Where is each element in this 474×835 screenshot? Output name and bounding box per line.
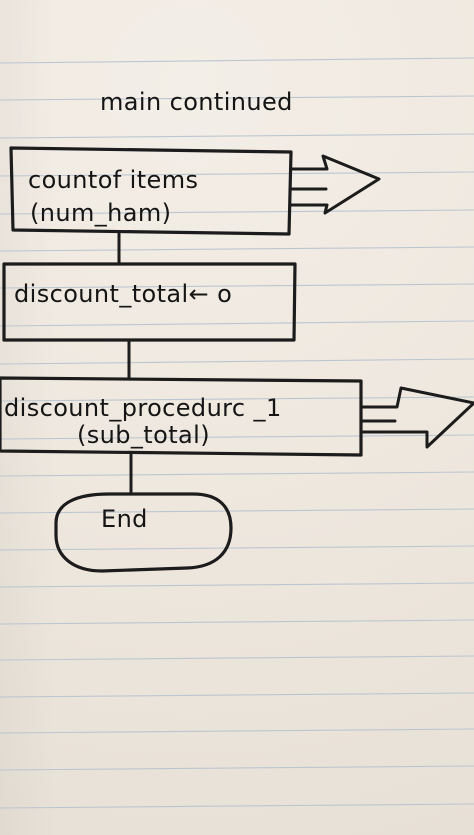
- flow-connectors: [117, 232, 133, 495]
- count-items-box: [9, 146, 293, 236]
- discount-procedure-label-line-2: (sub_total): [77, 421, 210, 449]
- discount-procedure-label-line-1: discount_procedurc _1: [4, 394, 282, 422]
- discount-total-box: [2, 262, 297, 342]
- end-label: End: [101, 505, 148, 533]
- end-terminator-shape: [54, 492, 233, 573]
- discount-total-node: discount_total← o: [2, 262, 297, 342]
- count-items-label-line-1: countof items: [28, 166, 198, 194]
- procedure-call-arrow-icon: [359, 386, 474, 449]
- count-items-label-line-2: (num_ham): [30, 199, 171, 227]
- count-items-node: countof items (num_ham): [9, 146, 381, 236]
- subroutine-call-arrow-icon: [289, 154, 381, 215]
- ruled-lines: [0, 57, 474, 809]
- discount-total-label: discount_total← o: [14, 280, 232, 308]
- end-node: End: [54, 492, 233, 573]
- diagram-title: main continued: [100, 88, 293, 116]
- discount-procedure-node: discount_procedurc _1 (sub_total): [0, 376, 474, 457]
- discount-procedure-box: [0, 376, 363, 457]
